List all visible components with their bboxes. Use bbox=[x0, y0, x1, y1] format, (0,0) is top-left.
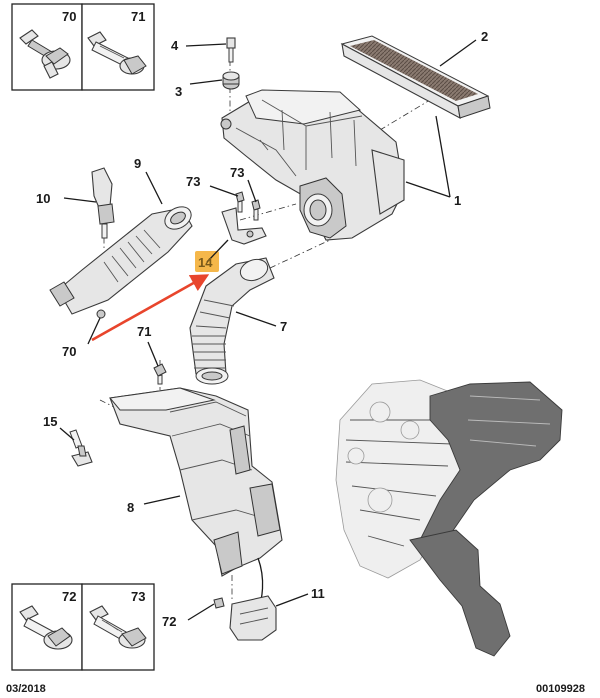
air-filter-element bbox=[340, 35, 491, 120]
bracket-part-11 bbox=[229, 595, 277, 641]
callout-14: 14 bbox=[198, 255, 213, 270]
callout-2: 2 bbox=[481, 29, 488, 44]
engine-installed-view bbox=[335, 379, 563, 657]
callout-72: 72 bbox=[162, 614, 176, 629]
footer-date: 03/2018 bbox=[6, 683, 46, 695]
callout-11: 11 bbox=[311, 586, 325, 601]
box-number-72: 72 bbox=[62, 589, 76, 604]
callout-73-right: 73 bbox=[230, 165, 244, 180]
intake-duct-part-9 bbox=[49, 206, 193, 315]
fastener-box-71: 71 bbox=[81, 3, 155, 91]
grommet-part-3 bbox=[222, 71, 240, 90]
fastener-box-73: 73 bbox=[81, 583, 155, 671]
fastener-box-72: 72 bbox=[11, 583, 83, 671]
leader-lines bbox=[59, 39, 477, 621]
callout-7: 7 bbox=[280, 319, 287, 334]
footer-reference: 00109928 bbox=[536, 683, 585, 695]
clip-part-15 bbox=[69, 429, 93, 467]
callout-labels: 2 1 4 3 9 10 73 73 14 7 71 70 15 8 11 72 bbox=[36, 29, 488, 629]
shoulder-bolt-72-icon bbox=[19, 605, 73, 650]
assembly-axis-lines bbox=[99, 60, 431, 600]
callout-10: 10 bbox=[36, 191, 50, 206]
callout-71: 71 bbox=[137, 324, 151, 339]
pin-part-4 bbox=[226, 37, 236, 63]
screw-part-73-right bbox=[251, 199, 261, 221]
box-number-73: 73 bbox=[131, 589, 145, 604]
screw-part-70 bbox=[96, 309, 106, 319]
screw-part-73-left bbox=[235, 191, 245, 213]
callout-4: 4 bbox=[171, 38, 179, 53]
flange-bolt-70-icon bbox=[19, 29, 71, 79]
box-number-71: 71 bbox=[131, 9, 145, 24]
callout-1: 1 bbox=[454, 193, 461, 208]
callout-9: 9 bbox=[134, 156, 141, 171]
callout-70: 70 bbox=[62, 344, 76, 359]
air-box-part-8 bbox=[109, 387, 283, 611]
red-pointer-arrow bbox=[91, 274, 210, 342]
callout-8: 8 bbox=[127, 500, 134, 515]
flange-screw-73-icon bbox=[89, 605, 147, 649]
fastener-box-70: 70 bbox=[11, 3, 83, 91]
corrugated-hose-part-7 bbox=[189, 257, 275, 385]
air-filter-housing bbox=[220, 89, 405, 241]
sensor-part-10 bbox=[91, 167, 115, 239]
callout-73-left: 73 bbox=[186, 174, 200, 189]
callout-3: 3 bbox=[175, 84, 182, 99]
bracket-part-14 bbox=[221, 207, 267, 245]
box-number-70: 70 bbox=[62, 9, 76, 24]
hex-bolt-71-icon bbox=[87, 31, 147, 75]
callout-15: 15 bbox=[43, 414, 57, 429]
screw-part-72 bbox=[213, 597, 225, 609]
screw-part-71 bbox=[153, 363, 167, 385]
